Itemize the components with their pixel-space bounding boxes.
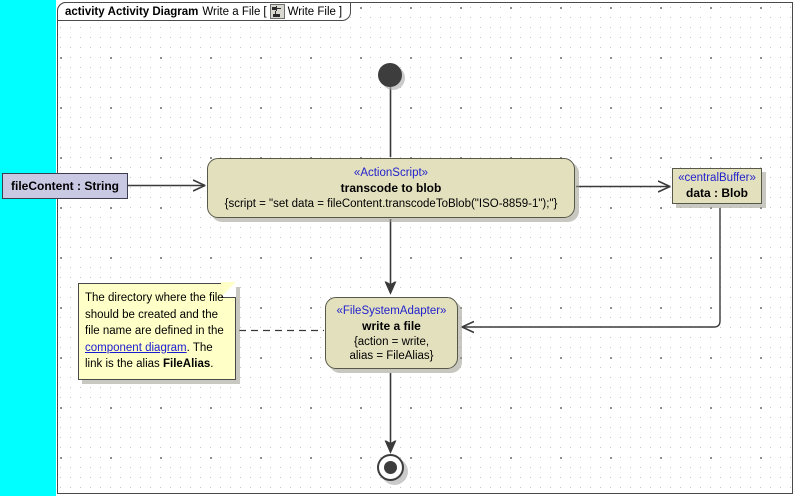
central-buffer-stereotype: «centralBuffer» [678, 172, 756, 184]
writefile-body-line1: {action = write, [353, 335, 430, 348]
writefile-stereotype: «FileSystemAdapter» [336, 304, 447, 317]
writefile-title: write a file [362, 318, 421, 333]
left-color-strip [0, 0, 56, 496]
note-text-part1: The directory where the file should be c… [85, 292, 224, 337]
note-hyperlink-component-diagram[interactable]: component diagram [85, 341, 187, 354]
note-top-edge [78, 283, 221, 284]
note-alias-name: FileAlias [162, 358, 211, 370]
central-buffer-title: data : Blob [686, 186, 748, 200]
input-pin-label: fileContent : String [11, 179, 119, 193]
frame-bracket-close: ] [338, 5, 343, 18]
action-node-write-a-file[interactable]: «FileSystemAdapter» write a file {action… [325, 297, 458, 369]
note-text-part2: . The link is the alias [85, 341, 213, 371]
action-node-transcode-to-blob[interactable]: «ActionScript» transcode to blob {script… [207, 158, 575, 218]
frame-context-name: Write File [287, 5, 336, 18]
activity-final-node[interactable] [377, 454, 404, 481]
frame-name: Write a File [202, 5, 261, 18]
note-right-edge [235, 297, 236, 380]
frame-title-tab[interactable]: activity Activity Diagram Write a File [… [57, 2, 352, 21]
transcode-stereotype: «ActionScript» [353, 166, 429, 179]
central-buffer-node-data-blob[interactable]: «centralBuffer» data : Blob [672, 168, 762, 204]
note-comment-box[interactable]: The directory where the file should be c… [78, 282, 236, 380]
note-text-part3: . [210, 358, 214, 370]
activity-diagram-icon [269, 4, 285, 19]
grid-major-marks [58, 3, 792, 493]
writefile-body-line2: alias = FileAlias} [349, 349, 434, 362]
transcode-script: {script = "set data = fileContent.transc… [224, 197, 558, 210]
input-pin-filecontent[interactable]: fileContent : String [2, 173, 128, 199]
frame-type-label: Activity Diagram [107, 5, 199, 18]
frame-keyword: activity [65, 5, 105, 18]
note-fold-corner-icon [221, 282, 236, 298]
note-text: The directory where the file should be c… [85, 290, 230, 373]
activity-diagram-frame [57, 2, 793, 494]
initial-node[interactable] [378, 63, 402, 87]
frame-bracket-open: [ [263, 5, 267, 18]
transcode-title: transcode to blob [340, 180, 442, 195]
